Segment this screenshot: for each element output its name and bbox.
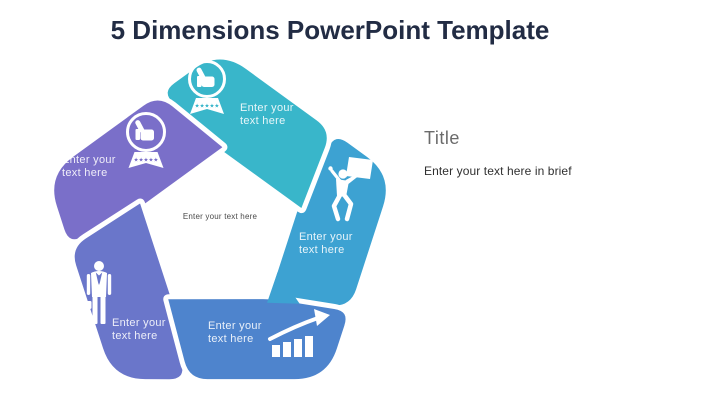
leg	[100, 296, 106, 324]
segment-label-top[interactable]: Enter your text here	[240, 102, 294, 127]
bar	[283, 342, 291, 357]
arm	[86, 274, 91, 295]
leg	[342, 193, 354, 222]
torso	[336, 179, 349, 197]
thumb-fingers	[140, 129, 154, 141]
pentagon-diagram: ★★★★★ ★★★★★	[10, 35, 430, 400]
arm	[107, 274, 112, 295]
segment-label-bottom[interactable]: Enter your text here	[208, 320, 262, 345]
raised-arm	[330, 169, 342, 183]
head	[338, 169, 348, 179]
thumb-cuff	[135, 129, 140, 140]
leg	[92, 296, 98, 324]
growth-bar-chart-icon	[268, 309, 330, 357]
head	[94, 261, 104, 271]
medal-ring	[188, 60, 226, 98]
panel-title[interactable]: Title	[424, 128, 460, 148]
bar	[305, 336, 313, 357]
man-with-flag-icon	[328, 157, 373, 222]
trend-arrow-head	[314, 309, 330, 326]
medal-ring	[126, 112, 166, 152]
medal-stars: ★★★★★	[134, 158, 159, 164]
center-text-placeholder[interactable]: Enter your text here	[182, 212, 258, 221]
tie	[95, 272, 103, 285]
thumbs-up-medal-icon: ★★★★★	[188, 60, 226, 114]
medal-ribbon	[190, 98, 224, 114]
thumb-up	[135, 120, 145, 133]
flag	[346, 157, 373, 179]
segment-label-right[interactable]: Enter your text here	[299, 231, 353, 256]
hand	[328, 166, 333, 171]
panel-description[interactable]: Enter your text here in brief	[424, 164, 572, 178]
thumb-cuff	[197, 76, 202, 87]
thumb-up	[196, 67, 206, 80]
briefcase	[82, 301, 92, 309]
bar	[294, 339, 302, 357]
segment-label-left[interactable]: Enter your text here	[62, 154, 116, 179]
medal-ribbon	[128, 152, 164, 168]
businessman-icon	[82, 261, 112, 324]
slide-title[interactable]: 5 Dimensions PowerPoint Template	[110, 15, 550, 45]
leg	[331, 192, 343, 222]
trend-arrow-shaft	[268, 316, 320, 341]
bar	[272, 345, 280, 357]
arm	[345, 174, 358, 183]
medal-stars: ★★★★★	[195, 104, 220, 110]
thumbs-up-medal-icon: ★★★★★	[126, 112, 166, 168]
thumb-fingers	[201, 76, 215, 87]
segment-label-bottom-left[interactable]: Enter your text here	[112, 317, 166, 342]
pentagon-segment-right-tail	[267, 271, 300, 304]
